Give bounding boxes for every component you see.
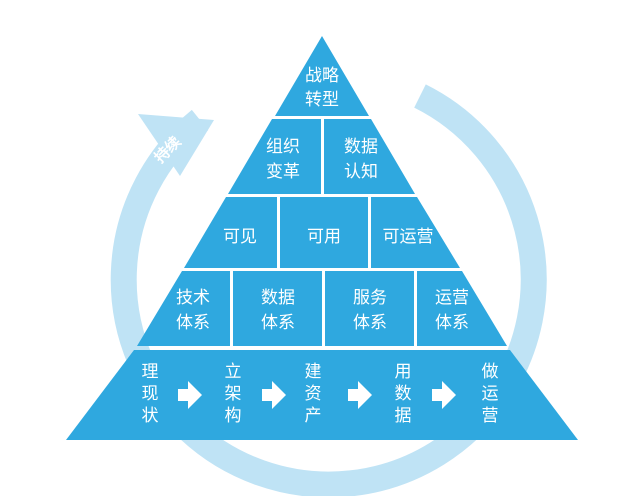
label-datacog-1: 数据 — [344, 137, 378, 157]
label-datasys-1: 数据 — [261, 288, 295, 308]
label-visible: 可见 — [223, 227, 257, 247]
cycle-arrowhead — [138, 114, 214, 176]
label-opsys-2: 体系 — [435, 313, 469, 333]
label-service-1: 服务 — [353, 288, 387, 308]
segment-base — [66, 350, 578, 440]
segment-operation-system — [417, 271, 507, 346]
segment-data-system — [233, 271, 322, 346]
segment-visible — [184, 197, 277, 268]
segment-data-cognition — [324, 119, 415, 194]
step-3-char-3: 产 — [305, 406, 322, 426]
label-org-2: 变革 — [266, 162, 300, 182]
step-5-char-2: 运 — [482, 384, 499, 404]
step-arrow-icon-2 — [262, 381, 286, 409]
step-3-char-1: 建 — [305, 362, 322, 382]
step-1-char-2: 现 — [142, 384, 159, 404]
step-4-char-1: 用 — [395, 362, 412, 382]
cycle-ring: 持续 — [110, 84, 547, 496]
label-operable: 可运营 — [383, 227, 434, 247]
segment-usable — [280, 197, 368, 268]
label-usable: 可用 — [307, 227, 341, 247]
label-tech-1: 技术 — [176, 288, 210, 308]
segment-org-change — [228, 119, 321, 194]
step-2-char-2: 架 — [225, 384, 242, 404]
base-steps: 理 现 状 立 架 构 建 资 产 用 数 据 做 运 营 — [142, 362, 499, 426]
segment-strategy-transformation — [275, 36, 369, 116]
label-tech-2: 体系 — [176, 313, 210, 333]
step-arrow-icon-3 — [348, 381, 372, 409]
pyramid-labels: 战略 转型 组织 变革 数据 认知 可见 可用 可运营 技术 体系 数据 体系 … — [176, 66, 469, 333]
step-4-char-3: 据 — [395, 406, 412, 426]
segment-tech-system — [137, 271, 230, 346]
step-arrow-icon-4 — [432, 381, 456, 409]
label-datasys-2: 体系 — [261, 313, 295, 333]
step-2-char-1: 立 — [225, 362, 242, 382]
step-4-char-2: 数 — [395, 384, 412, 404]
label-strategy-2: 转型 — [305, 90, 339, 110]
step-1-char-3: 状 — [142, 406, 159, 426]
label-service-2: 体系 — [353, 313, 387, 333]
pyramid — [66, 36, 578, 440]
label-org-1: 组织 — [266, 137, 300, 157]
step-1-char-1: 理 — [142, 362, 159, 382]
segment-service-system — [325, 271, 414, 346]
step-arrow-icon-1 — [178, 381, 202, 409]
step-3-char-2: 资 — [305, 384, 322, 404]
label-datacog-2: 认知 — [344, 162, 378, 182]
step-2-char-3: 构 — [225, 406, 242, 426]
segment-operable — [371, 197, 460, 268]
step-5-char-1: 做 — [482, 362, 499, 382]
label-opsys-1: 运营 — [435, 288, 469, 308]
label-strategy-1: 战略 — [305, 66, 339, 86]
step-5-char-3: 营 — [482, 406, 499, 426]
